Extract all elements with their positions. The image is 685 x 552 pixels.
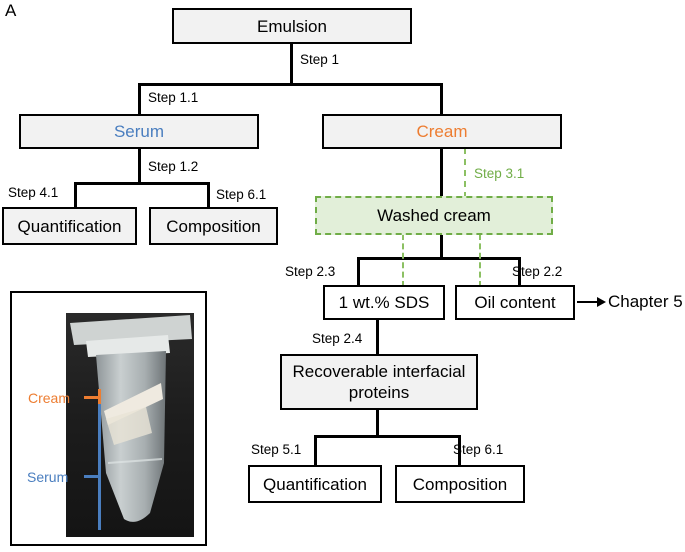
washed-cream-box: Washed cream (315, 196, 553, 235)
chapter-label: Chapter 5 (608, 292, 683, 311)
step-label: Step 3.1 (474, 166, 525, 181)
serum-bracket (98, 389, 101, 530)
quantification-box-bottom: Quantification (248, 465, 382, 503)
sds-box: 1 wt.% SDS (323, 285, 445, 320)
quantification-box-left: Quantification (2, 207, 137, 245)
step-label: Step 4.1 (8, 185, 59, 200)
arrow-right-icon (597, 297, 606, 307)
panel-a-label: A (5, 1, 17, 20)
cream-bracket-tick (84, 396, 100, 399)
oil-content-box: Oil content (455, 285, 575, 320)
step-label: Step 6.1 (453, 442, 504, 457)
composition-box-bottom: Composition (395, 465, 525, 503)
step-label: Step 1.2 (148, 159, 199, 174)
tube-photo (66, 313, 194, 537)
serum-box: Serum (19, 114, 259, 149)
step-label: Step 2.2 (512, 264, 563, 279)
emulsion-box: Emulsion (172, 8, 412, 44)
photo-serum-label: Serum (27, 469, 69, 485)
step-label: Step 6.1 (216, 187, 267, 202)
serum-bracket-tick (84, 475, 100, 478)
photo-cream-label: Cream (28, 390, 71, 406)
composition-box-left: Composition (149, 207, 278, 245)
step-label: Step 5.1 (251, 442, 302, 457)
step-label: Step 1 (300, 52, 340, 67)
recoverable-proteins-box: Recoverable interfacial proteins (280, 354, 478, 410)
step-label: Step 2.4 (312, 331, 363, 346)
step-label: Step 2.3 (285, 264, 336, 279)
cream-box: Cream (322, 114, 562, 149)
step-label: Step 1.1 (148, 90, 199, 105)
